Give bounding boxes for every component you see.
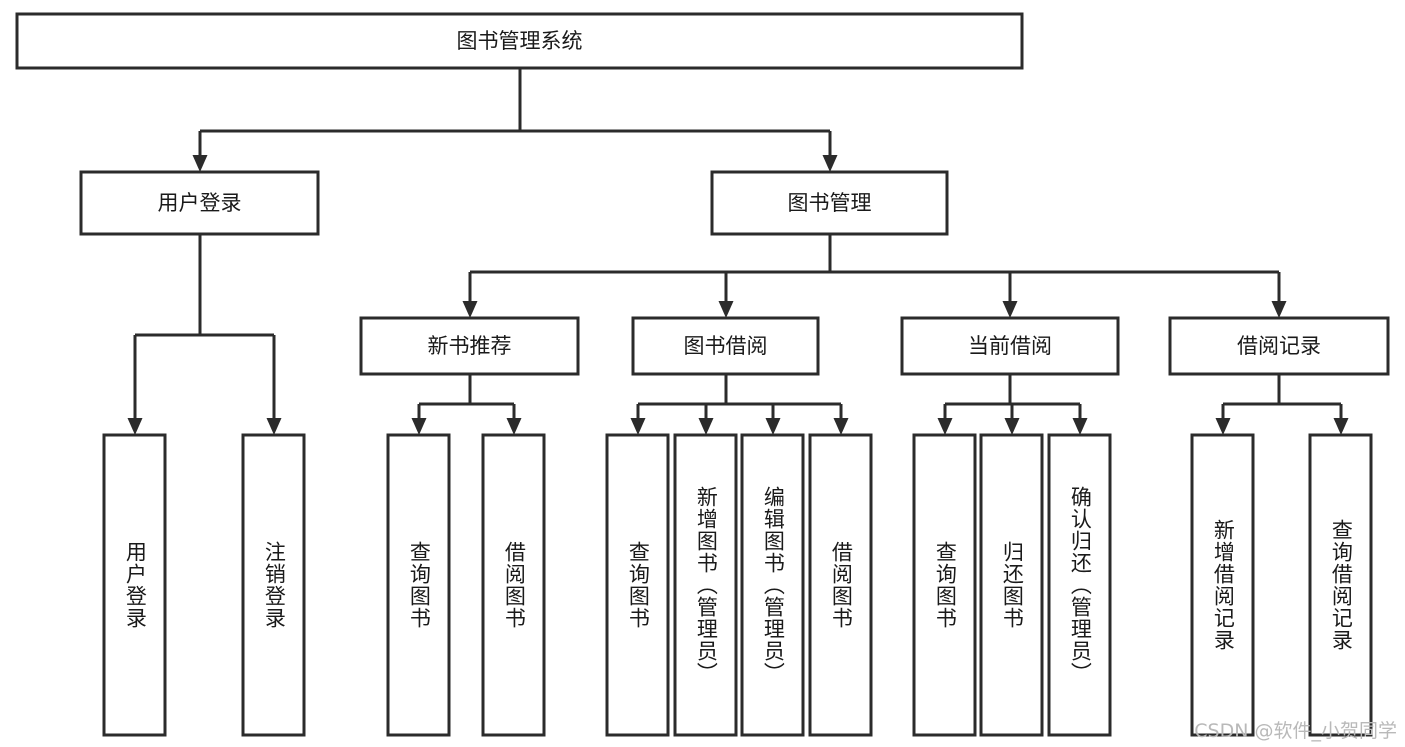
connector-user-login-to-leaf-logout: [198, 234, 282, 435]
connector-book-manage-to-borrow-record: [828, 234, 1287, 318]
node-leaf-logout[interactable]: [241, 433, 306, 737]
connector-root-to-book-manage: [518, 68, 838, 172]
node-leaf-borrow-book-2[interactable]: [808, 433, 873, 737]
node-current-borrow[interactable]: 当前借阅: [900, 316, 1120, 376]
node-label-new-book-recommend: 新书推荐: [428, 334, 512, 358]
node-label-borrow-record: 借阅记录: [1237, 334, 1321, 358]
node-new-book-recommend[interactable]: 新书推荐: [359, 316, 580, 376]
node-label-root: 图书管理系统: [457, 29, 583, 53]
node-label-user-login: 用户登录: [158, 191, 242, 215]
connector-book-borrow-to-leaf-borrow-book-2: [724, 374, 849, 435]
node-leaf-user-login[interactable]: [102, 433, 167, 737]
node-leaf-query-record[interactable]: [1308, 433, 1373, 737]
connector-current-borrow-to-leaf-confirm-return: [1008, 374, 1088, 435]
node-leaf-confirm-return[interactable]: [1047, 433, 1112, 737]
csdn-watermark: CSDN @软件_小贺同学: [1194, 720, 1397, 742]
connector-book-manage-to-current-borrow: [828, 234, 1018, 318]
node-root[interactable]: 图书管理系统: [15, 12, 1024, 70]
node-label-current-borrow: 当前借阅: [968, 334, 1052, 358]
node-leaf-query-book-2[interactable]: [605, 433, 670, 737]
node-leaf-add-book[interactable]: [673, 433, 738, 737]
node-label-book-manage: 图书管理: [788, 191, 872, 215]
node-leaf-return-book[interactable]: [979, 433, 1044, 737]
connector-new-book-recommend-to-leaf-borrow-book-1: [468, 374, 522, 435]
node-user-login[interactable]: 用户登录: [79, 170, 320, 236]
node-leaf-add-record[interactable]: [1190, 433, 1255, 737]
node-leaf-query-book-1[interactable]: [386, 433, 451, 737]
connector-current-borrow-to-leaf-query-book-3: [937, 374, 1012, 435]
node-book-manage[interactable]: 图书管理: [710, 170, 949, 236]
node-leaf-query-book-3[interactable]: [912, 433, 977, 737]
connector-borrow-record-to-leaf-add-record: [1215, 374, 1281, 435]
node-book-borrow[interactable]: 图书借阅: [631, 316, 820, 376]
connector-book-manage-to-book-borrow: [718, 234, 832, 318]
connector-root-to-user-login: [192, 68, 522, 172]
connector-user-login-to-leaf-user-login: [127, 234, 202, 435]
node-leaf-edit-book[interactable]: [740, 433, 805, 737]
connector-book-manage-to-new-book-recommend: [462, 234, 832, 318]
node-leaf-borrow-book-1[interactable]: [481, 433, 546, 737]
node-borrow-record[interactable]: 借阅记录: [1168, 316, 1390, 376]
connector-new-book-recommend-to-leaf-query-book-1: [411, 374, 472, 435]
node-label-book-borrow: 图书借阅: [684, 334, 768, 358]
connector-borrow-record-to-leaf-query-record: [1277, 374, 1349, 435]
